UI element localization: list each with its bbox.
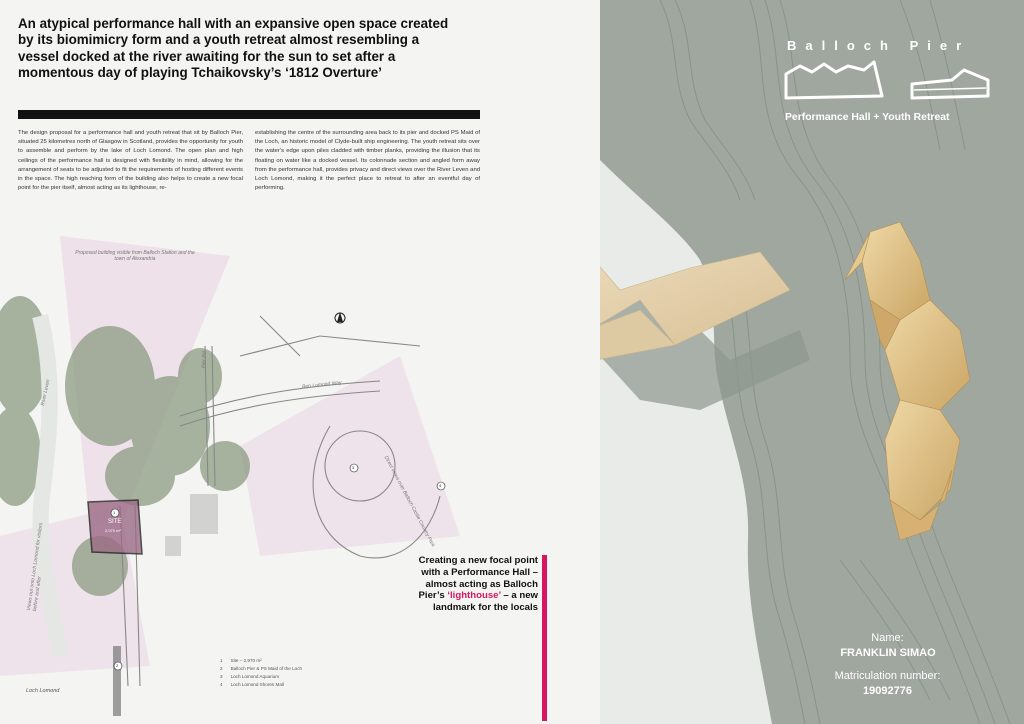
model-illustration <box>600 0 1011 724</box>
body-column-1: The design proposal for a performance ha… <box>18 130 243 192</box>
logo-subtitle: Performance Hall + Youth Retreat <box>785 112 950 123</box>
accent-bar <box>542 555 547 721</box>
site-plan <box>0 236 460 716</box>
site-label: SITE <box>108 519 122 525</box>
name-label: Name: <box>871 632 904 644</box>
black-rule <box>18 110 480 119</box>
pier-road-label: Pier Rd <box>201 351 208 369</box>
matriculation-label: Matriculation number: <box>834 670 941 682</box>
marker-1: 1 <box>113 510 116 515</box>
matriculation-value: 19092776 <box>863 685 912 697</box>
site-outline <box>87 499 143 555</box>
logo-title: Balloch Pier <box>787 38 971 53</box>
body-text: The design proposal for a performance ha… <box>18 129 480 193</box>
model-photo <box>600 0 1024 724</box>
callout-highlight: ‘lighthouse’ <box>447 590 501 602</box>
marker-2: 2 <box>116 663 119 668</box>
trees <box>0 296 250 596</box>
marker-4: 4 <box>439 483 442 488</box>
view-note-top: Proposed building visible from Balloch S… <box>75 250 195 262</box>
north-arrow-icon <box>334 312 346 324</box>
view-cone-right <box>240 356 460 556</box>
body-column-2: establishing the centre of the surroundi… <box>255 130 480 192</box>
site-area: 2,970 m² <box>105 528 121 533</box>
logo-icon <box>784 60 990 100</box>
headline: An atypical performance hall with an exp… <box>18 16 449 81</box>
name-value: FRANKLIN SIMAO <box>840 647 936 659</box>
loch-label: Loch Lomond <box>26 688 60 694</box>
marker-3: 3 <box>352 465 355 470</box>
callout: Creating a new focal point with a Perfor… <box>418 555 538 614</box>
